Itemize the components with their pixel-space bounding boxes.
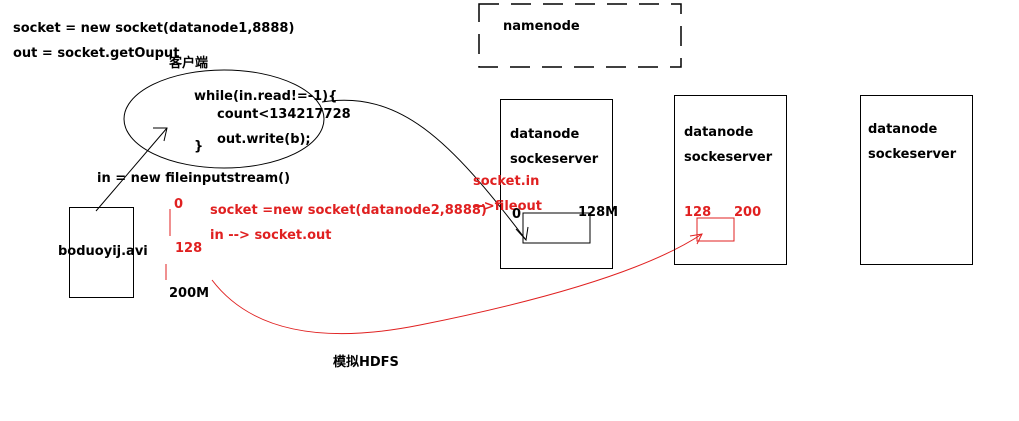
client-write-line: out.write(b); bbox=[217, 132, 311, 147]
client-to-datanode1-arrow bbox=[321, 99, 527, 241]
datanode2-end: 200 bbox=[734, 205, 762, 220]
client-to-datanode1-arrowhead bbox=[515, 226, 529, 242]
redirect-in-line: in --> socket.out bbox=[210, 228, 332, 243]
datanode1-box bbox=[500, 99, 613, 269]
file-mark-200: 200M bbox=[169, 286, 210, 301]
datanode1-subtitle: sockeserver bbox=[510, 152, 599, 167]
datanode2-box bbox=[674, 95, 787, 265]
client-close-brace: } bbox=[194, 139, 204, 154]
datanode1-socket-in: socket.in bbox=[473, 174, 540, 189]
datanode1-zero: 0 bbox=[512, 207, 522, 222]
datanode1-block bbox=[522, 212, 591, 244]
file-name: boduoyij.avi bbox=[58, 244, 148, 259]
client-while-line: while(in.read!=-1){ bbox=[194, 89, 338, 104]
file-box bbox=[69, 207, 134, 298]
namenode-label: namenode bbox=[503, 19, 580, 34]
datanode2-title: datanode bbox=[684, 125, 754, 140]
file-to-client-arrow bbox=[95, 127, 168, 212]
datanode3-box bbox=[860, 95, 973, 265]
datanode2-start: 128 bbox=[684, 205, 712, 220]
datanode3-title: datanode bbox=[868, 122, 938, 137]
redirect-socket-line: socket =new socket(datanode2,8888) bbox=[210, 203, 487, 218]
client-ellipse bbox=[123, 69, 325, 169]
client-count-line: count<134217728 bbox=[217, 107, 351, 122]
client-in-line: in = new fileinputstream() bbox=[97, 171, 291, 186]
client-out-line: out = socket.getOuput bbox=[13, 46, 180, 61]
datanode2-subtitle: sockeserver bbox=[684, 150, 773, 165]
datanode3-subtitle: sockeserver bbox=[868, 147, 957, 162]
client-socket-line: socket = new socket(datanode1,8888) bbox=[13, 21, 295, 36]
diagram-caption: 模拟HDFS bbox=[333, 355, 399, 370]
file-mark-128: 128 bbox=[175, 241, 203, 256]
datanode1-fileout: -->fileout bbox=[473, 199, 542, 214]
file-mark-0: 0 bbox=[174, 197, 184, 212]
client-label: 客户端 bbox=[169, 56, 209, 71]
datanode2-block bbox=[696, 217, 735, 242]
datanode1-title: datanode bbox=[510, 127, 580, 142]
file-to-client-arrowhead bbox=[153, 127, 168, 142]
datanode1-size: 128M bbox=[578, 205, 619, 220]
red-curve-to-datanode2 bbox=[211, 233, 703, 334]
namenode-box bbox=[478, 3, 682, 68]
